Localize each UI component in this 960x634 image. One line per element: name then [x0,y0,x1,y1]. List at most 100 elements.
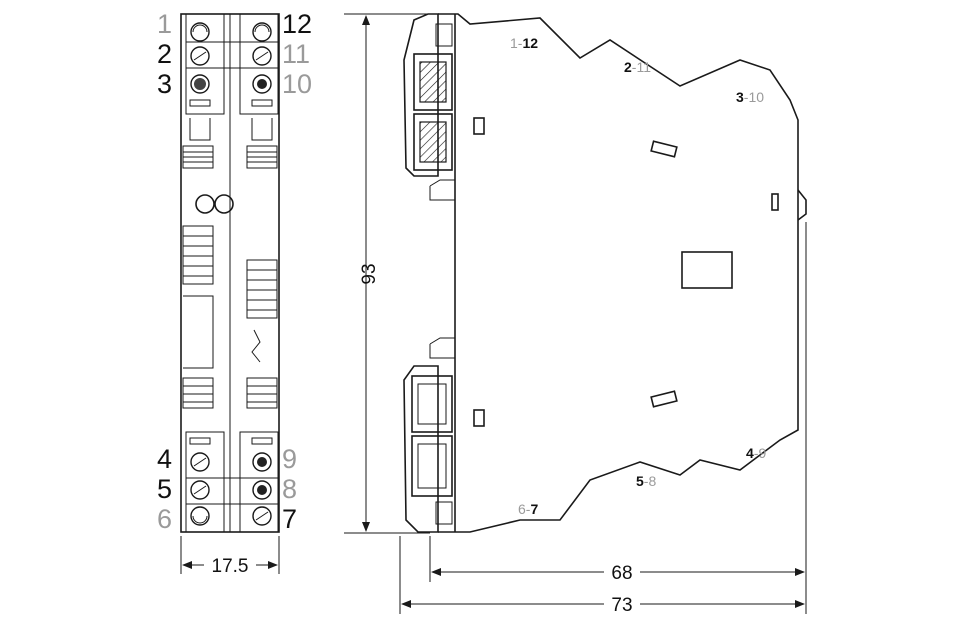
screw-slot [255,51,269,61]
channel [251,118,273,141]
led-indicator-right [214,194,234,214]
body-slot [473,409,485,427]
side-contact-labels: 1-122-113-104-95-86-7 [510,35,766,517]
body-tab [650,390,678,408]
side-lower-terminal-block [403,337,455,533]
contact-separator: - [744,89,749,105]
terminal-label-right: 8 [282,474,297,504]
side-upper-terminal-block [403,13,455,201]
terminal-label-left: 2 [157,39,172,69]
lower-terminal-housing [403,365,439,533]
upper-wire-entry-2 [413,113,453,171]
contact-pair-label: 5-8 [636,473,656,489]
terminal-label-left: 3 [157,69,172,99]
terminal-label-right: 11 [282,39,310,69]
front-terminal-block-right-bottom [239,431,279,533]
contact-number: 6 [518,501,526,517]
lower-wire-entry-2-inner [417,443,447,489]
body-slot [473,117,485,135]
contact-pair-label: 1-12 [510,35,538,51]
contact-number: 11 [636,59,651,75]
screw-head [257,79,267,89]
screw-head [257,485,267,495]
width-dimension-label: 17.5 [212,556,249,577]
terminal-label-right: 9 [282,444,297,474]
contact-number: 5 [636,473,644,489]
contact-separator: - [518,35,523,51]
screw-slot [254,24,270,33]
screw-slot [193,51,207,61]
contact-number: 7 [530,501,538,517]
upper-wire-entry-1-hatch [419,61,447,103]
depth-outer-dimension-label: 73 [611,595,632,616]
terminal-label-left: 5 [157,474,172,504]
terminal-label-left: 1 [157,9,172,39]
channel [189,118,211,141]
dimension-width: 17.5 [180,536,280,577]
contact-number: 12 [522,35,538,51]
grip-ribs-right-low [246,377,278,409]
screw-slot [192,24,208,33]
contact-pair-label: 2-11 [624,59,651,75]
contact-separator: - [526,501,531,517]
front-side-channels [182,118,278,409]
contact-number: 8 [648,473,656,489]
screw-head [257,457,267,467]
upper-terminal-housing [403,13,439,177]
body-slot-small [771,193,779,211]
contact-number: 10 [748,89,764,105]
side-housing-outline [438,13,799,533]
depth-inner-dimension-label: 68 [611,563,632,584]
lower-latch [429,337,455,359]
channel [183,295,214,369]
contact-number: 3 [736,89,744,105]
contact-number: 1 [510,35,518,51]
contact-number: 4 [746,445,754,461]
screw-terminal-12 [252,22,272,42]
terminal-slot [189,99,211,107]
screw-slot [193,457,207,467]
contact-separator: - [644,473,649,489]
side-view: 93 [344,13,807,616]
screw-slot [255,511,269,521]
contact-separator: - [754,445,759,461]
lower-wire-entry-1-inner [417,383,447,425]
din-rail-clip [797,189,807,221]
led-indicator-left [195,194,215,214]
label-window [681,251,733,289]
screw-head [194,78,206,90]
lower-screw-access [435,501,453,525]
terminal-slot [189,437,211,445]
screw-terminal-1 [190,22,210,42]
body-tab [650,140,678,158]
upper-wire-entry-2-hatch [419,121,447,163]
contact-separator: - [632,59,637,75]
terminal-label-left: 4 [157,444,172,474]
terminal-label-left: 6 [157,504,172,534]
dimension-height: 93 [344,13,430,534]
grip-ribs-right-mid [246,259,278,319]
front-bottom-screws [186,437,278,526]
terminal-slot [251,99,273,107]
contact-number: 9 [758,445,766,461]
terminal-slot [251,437,273,445]
screw-slot [193,485,207,495]
screw-terminal-6 [190,506,210,526]
terminal-label-right: 12 [282,9,312,39]
contact-pair-label: 3-10 [736,89,764,105]
grip-ribs-left-mid [182,225,214,285]
lower-wire-entry-2 [411,435,453,497]
lower-wire-entry-1 [411,375,453,433]
terminal-label-right: 10 [282,69,312,99]
height-dimension-label: 93 [359,263,380,284]
front-terminal-block-right-top [239,13,279,115]
contact-number: 2 [624,59,632,75]
break-mark [251,329,261,363]
front-terminal-block-left-top [185,13,225,115]
dimension-depth: 68 73 [399,222,807,616]
contact-pair-label: 6-7 [518,501,538,517]
front-terminal-block-left-bottom [185,431,225,533]
